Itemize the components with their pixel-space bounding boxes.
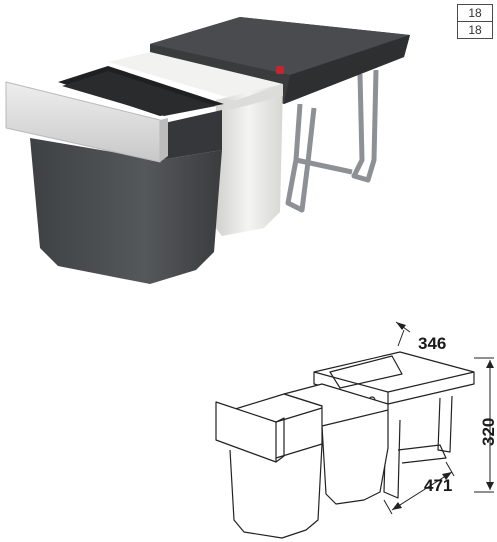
depth-extension-left: [383, 499, 393, 515]
dimension-height-label: 320: [479, 418, 497, 446]
page-number-tag: 18 18: [457, 4, 493, 39]
depth-extension-right: [445, 461, 455, 477]
front-panel: [5, 81, 168, 163]
drawing-front-panel: [215, 401, 323, 463]
lid-release-button: [276, 66, 284, 74]
width-extension-line: [397, 329, 405, 347]
light-bin: [108, 52, 283, 236]
page-number-top: 18: [457, 4, 493, 22]
dark-bin: [30, 66, 224, 284]
pullout-frame: [285, 69, 379, 213]
dimension-width-label: 346: [418, 334, 446, 353]
page-number-bottom: 18: [457, 22, 493, 39]
drawing-lid: [313, 351, 475, 405]
technical-drawing: [215, 351, 475, 539]
dimension-depth-label: 471: [424, 476, 452, 495]
dimension-arrows: [392, 322, 494, 510]
bin-lid: [150, 17, 410, 104]
depth-dimension-line: [391, 471, 453, 511]
product-photo: [5, 17, 410, 284]
